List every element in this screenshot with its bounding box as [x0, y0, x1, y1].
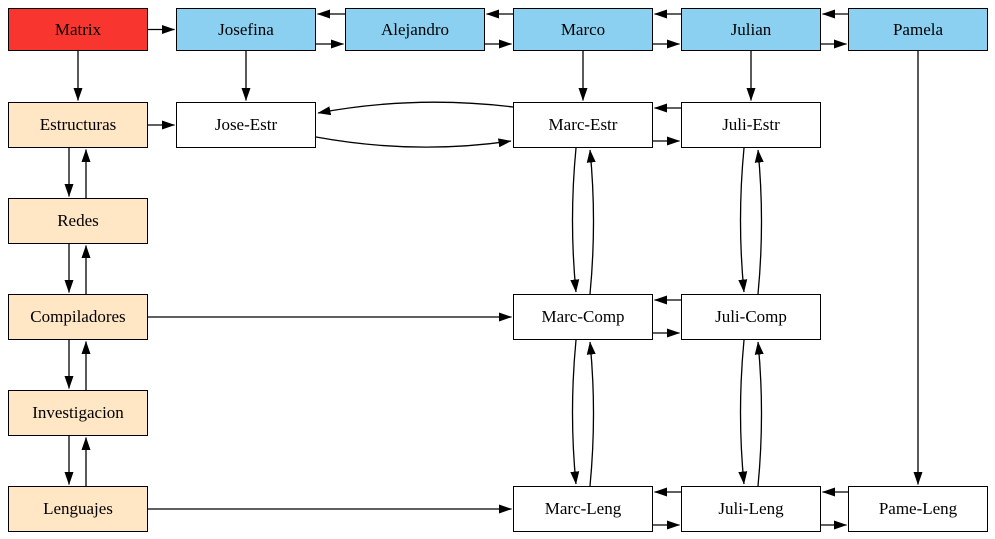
edge-marc-comp-marc-leng-up: [586, 341, 596, 487]
node-juli-estr: Juli-Estr: [681, 102, 821, 148]
node-redes: Redes: [8, 198, 148, 244]
node-marc-estr: Marc-Estr: [513, 102, 653, 148]
edge-jose-estr-marc-estr-back: [317, 101, 514, 116]
edge-juli-estr-juli-comp-up: [754, 149, 764, 295]
node-juli-comp: Juli-Comp: [681, 294, 821, 340]
node-marc-comp: Marc-Comp: [513, 294, 653, 340]
node-estructuras: Estructuras: [8, 102, 148, 148]
edge-marc-estr-marc-comp-up: [586, 149, 596, 295]
edge-juli-estr-juli-comp-down: [738, 147, 748, 293]
node-matrix: Matrix: [8, 8, 148, 51]
edge-marc-comp-marc-leng-down: [570, 339, 580, 485]
edge-juli-comp-juli-leng-up: [754, 341, 764, 487]
node-investigacion: Investigacion: [8, 390, 148, 436]
edge-juli-comp-juli-leng-down: [738, 339, 748, 485]
node-compiladores: Compiladores: [8, 294, 148, 340]
node-jose-estr: Jose-Estr: [176, 102, 316, 148]
node-julian: Julian: [681, 8, 821, 51]
edge-jose-estr-marc-estr-next: [315, 136, 512, 148]
node-juli-leng: Juli-Leng: [681, 486, 821, 532]
node-marc-leng: Marc-Leng: [513, 486, 653, 532]
node-josefina: Josefina: [176, 8, 316, 51]
edge-marc-estr-marc-comp-down: [570, 147, 580, 293]
node-alejandro: Alejandro: [345, 8, 485, 51]
node-pame-leng: Pame-Leng: [848, 486, 988, 532]
node-marco: Marco: [513, 8, 653, 51]
node-pamela: Pamela: [848, 8, 988, 51]
edge-group: [64, 9, 923, 530]
node-lenguajes: Lenguajes: [8, 486, 148, 532]
